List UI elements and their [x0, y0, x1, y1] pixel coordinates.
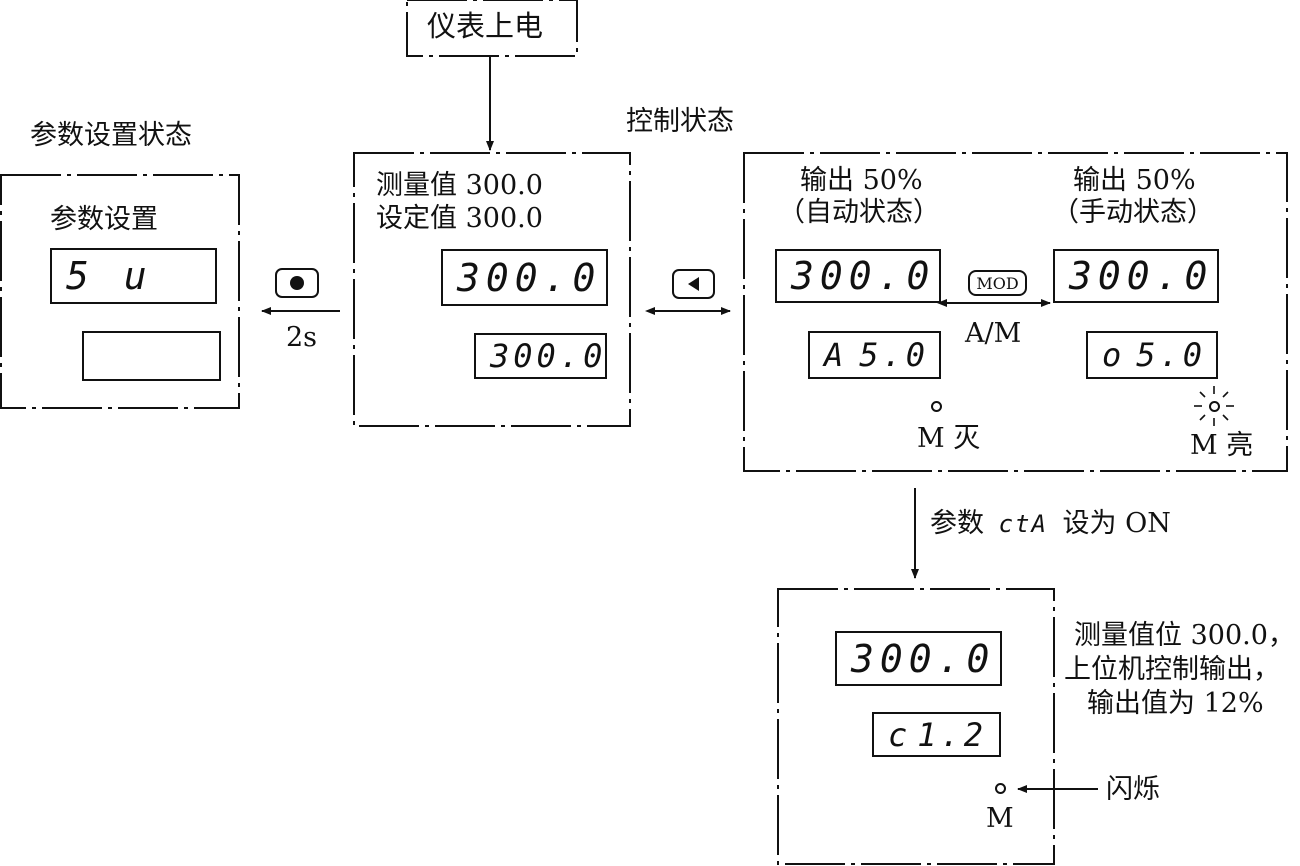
- auto-led-label: M 灭: [917, 423, 981, 454]
- manual-led-label: M 亮: [1190, 430, 1254, 461]
- remote-mode-code: c: [888, 715, 912, 754]
- auto-display-top: 300.0: [775, 249, 941, 303]
- remote-display-bottom: c 1.2: [872, 712, 1001, 757]
- m-led-off: [931, 401, 942, 412]
- manual-mode-code: o: [1102, 336, 1126, 374]
- measure-display-top: 300.0: [441, 249, 608, 306]
- manual-output-label: 输出 50%: [1073, 165, 1196, 196]
- shift-key-button[interactable]: [672, 269, 715, 299]
- am-caption: A/M: [965, 318, 1022, 349]
- remote-box: [777, 588, 1055, 865]
- setpoint-value-label: 设定值 300.0: [376, 203, 543, 234]
- manual-mode-label: （手动状态）: [1052, 197, 1214, 228]
- dot-key-icon: [290, 276, 304, 290]
- auto-mode-label: （自动状态）: [778, 197, 940, 228]
- transition-suffix: 设为 ON: [1062, 508, 1171, 539]
- blink-label: 闪烁: [1106, 774, 1160, 805]
- power-on-label: 仪表上电: [427, 9, 544, 43]
- transition-label: 参数 ctA 设为 ON: [930, 508, 1171, 540]
- param-state-title: 参数设置状态: [30, 120, 192, 151]
- m-led-blink: [995, 783, 1006, 794]
- manual-output-value: 5.0: [1136, 336, 1206, 374]
- auto-output-label: 输出 50%: [800, 165, 923, 196]
- mod-key-button[interactable]: MOD: [968, 270, 1027, 296]
- control-state-box: [743, 152, 1288, 472]
- param-code: ctA: [998, 510, 1048, 538]
- power-on-box: [406, 0, 578, 57]
- measure-box: [353, 152, 631, 427]
- led-glow-icon: [1194, 386, 1234, 426]
- auto-display-bottom: A 5.0: [808, 331, 941, 379]
- measure-display-bottom: 300.0: [474, 333, 607, 379]
- param-panel-label: 参数设置: [50, 204, 158, 235]
- measured-value-label: 测量值 300.0: [376, 170, 543, 201]
- remote-note-line3: 输出值为 12%: [1087, 688, 1264, 719]
- param-display-top: 5 u: [50, 248, 217, 304]
- hold-duration-label: 2s: [286, 322, 318, 353]
- set-key-button[interactable]: [275, 268, 319, 298]
- param-state-box: [0, 174, 240, 409]
- param-display-bottom: [82, 331, 221, 381]
- auto-output-value: 5.0: [859, 336, 929, 374]
- manual-display-top: 300.0: [1053, 249, 1219, 303]
- remote-led-label: M: [986, 803, 1014, 834]
- remote-display-top: 300.0: [835, 631, 1002, 686]
- transition-prefix: 参数: [930, 508, 984, 539]
- m-led-on: [1209, 401, 1220, 412]
- left-triangle-key-icon: [687, 277, 699, 291]
- manual-display-bottom: o 5.0: [1086, 331, 1218, 379]
- remote-note-line2: 上位机控制输出，: [1064, 654, 1280, 685]
- remote-output-value: 1.2: [917, 715, 987, 754]
- auto-mode-code: A: [824, 336, 848, 374]
- remote-note-line1: 测量值位 300.0，: [1074, 620, 1295, 651]
- control-state-title: 控制状态: [626, 106, 734, 137]
